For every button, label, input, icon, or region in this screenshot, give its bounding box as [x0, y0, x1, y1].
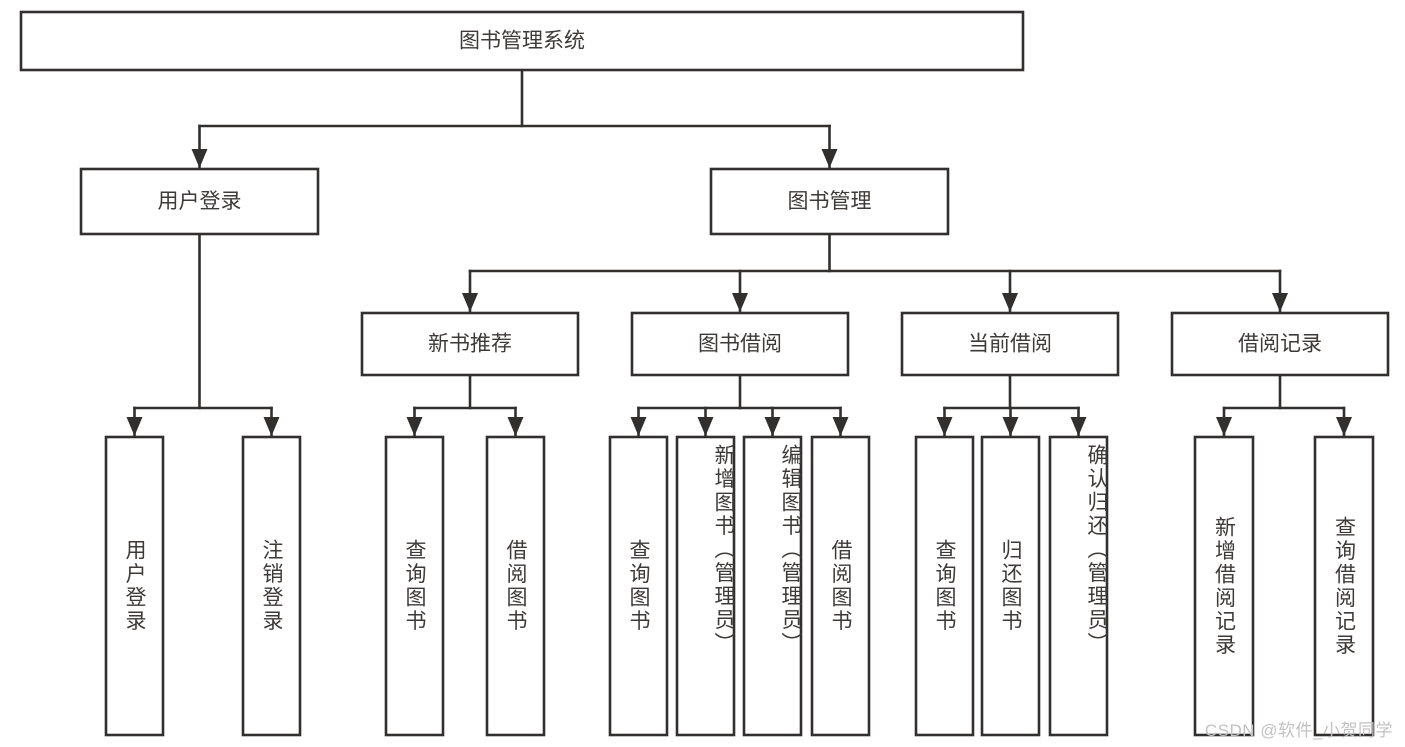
node-box-leaf-2[interactable] — [384, 435, 445, 737]
arrow-head-icon — [1272, 293, 1288, 312]
node-box-level2-1[interactable] — [630, 311, 850, 377]
node-box-level1-1[interactable] — [709, 167, 950, 236]
arrow-head-icon — [263, 417, 280, 436]
node-box-leaf-1[interactable] — [241, 435, 302, 737]
node-box-leaf-6[interactable] — [742, 435, 803, 737]
node-label-level1-1: 图书管理 — [788, 190, 872, 213]
arrow-head-icon — [462, 293, 478, 312]
arrow-head-icon — [630, 417, 647, 436]
arrow-head-icon — [832, 417, 849, 436]
node-box-level1-0[interactable] — [79, 167, 320, 236]
arrow-head-icon — [732, 293, 748, 312]
node-box-leaf-10[interactable] — [1048, 435, 1109, 737]
node-label-level2-2: 当前借阅 — [968, 333, 1052, 356]
arrow-head-icon — [697, 417, 714, 436]
node-box-leaf-8[interactable] — [914, 435, 975, 737]
node-box-leaf-9[interactable] — [980, 435, 1041, 737]
arrow-head-icon — [191, 149, 208, 168]
arrow-head-icon — [821, 149, 838, 168]
arrow-head-icon — [764, 417, 781, 436]
arrow-head-icon — [1002, 293, 1018, 312]
arrow-head-icon — [1070, 417, 1087, 436]
node-label-level2-1: 图书借阅 — [698, 333, 782, 356]
node-box-leaf-5[interactable] — [675, 435, 736, 737]
node-box-level2-2[interactable] — [900, 311, 1120, 377]
node-box-leaf-7[interactable] — [810, 435, 871, 737]
node-box-leaf-0[interactable] — [104, 435, 165, 737]
node-box-root-0[interactable] — [19, 10, 1025, 72]
arrow-head-icon — [406, 417, 423, 436]
arrow-head-icon — [1002, 417, 1019, 436]
node-label-level2-0: 新书推荐 — [428, 333, 512, 356]
csdn-watermark: CSDN @软件_小贺同学 — [1204, 721, 1393, 740]
node-box-leaf-12[interactable] — [1313, 435, 1375, 737]
node-box-leaf-3[interactable] — [485, 435, 546, 737]
arrow-head-icon — [1336, 417, 1352, 436]
node-label-root-0: 图书管理系统 — [459, 30, 585, 53]
arrow-head-icon — [936, 417, 953, 436]
node-label-level1-0: 用户登录 — [158, 190, 242, 213]
arrow-head-icon — [507, 417, 524, 436]
arrow-head-icon — [126, 417, 143, 436]
node-label-level2-3: 借阅记录 — [1238, 333, 1322, 356]
node-box-leaf-4[interactable] — [608, 435, 669, 737]
connectors-layer — [126, 68, 1352, 438]
boxes-layer — [19, 10, 1390, 737]
node-box-level2-0[interactable] — [360, 311, 580, 377]
node-box-level2-3[interactable] — [1170, 311, 1390, 377]
arrow-head-icon — [1216, 417, 1232, 436]
node-box-leaf-11[interactable] — [1193, 435, 1255, 737]
